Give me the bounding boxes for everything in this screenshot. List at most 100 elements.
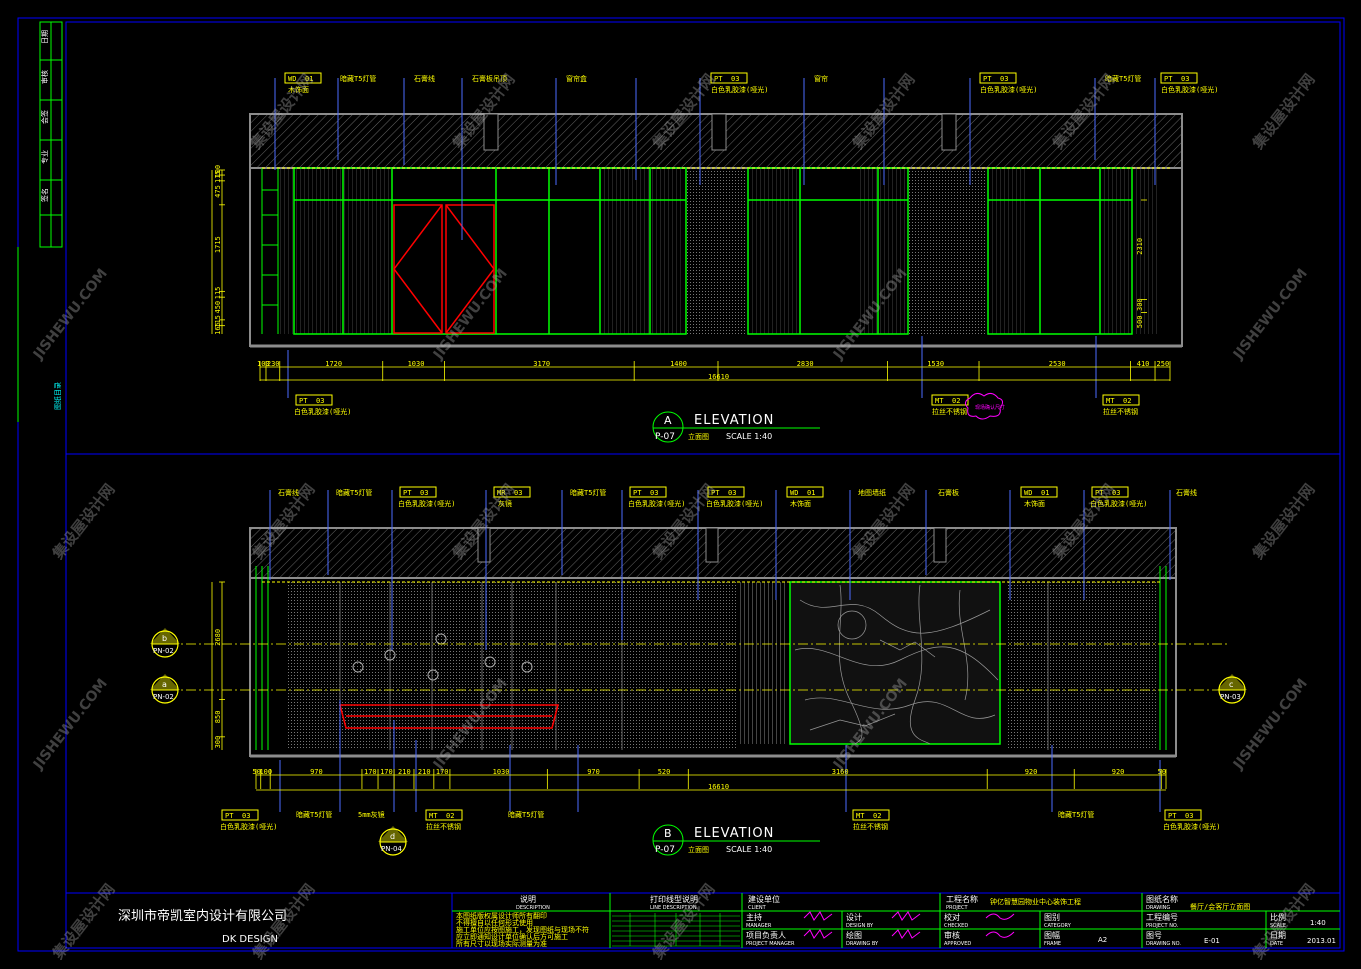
date-value: 2013.01 [1307, 937, 1336, 945]
svg-text:图号: 图号 [1146, 931, 1162, 940]
elevation-b-name: 立面图 [688, 845, 709, 854]
svg-text:03: 03 [514, 489, 522, 497]
callout-a-0: 暗藏T5灯管 [340, 74, 376, 83]
elevation-a-name: 立面图 [688, 432, 709, 441]
svg-text:01: 01 [807, 489, 815, 497]
svg-text:02: 02 [446, 812, 454, 820]
leaders-b [269, 490, 1171, 812]
svg-text:03: 03 [731, 75, 739, 83]
svg-text:图幅: 图幅 [1044, 930, 1060, 940]
dimension-value: 250 [1157, 360, 1170, 368]
svg-text:PT: PT [299, 397, 308, 405]
dimension-value: 970 [587, 768, 600, 776]
watermark-en-0: JISHEWU.COM [30, 266, 111, 363]
bottom-callout-b-1: 5mm灰镜 [358, 810, 385, 819]
scale-value: 1:40 [1310, 919, 1326, 927]
svg-text:MT: MT [856, 812, 865, 820]
dimension-value: 410 [1137, 360, 1150, 368]
svg-text:SCALE: SCALE [1270, 923, 1286, 929]
svg-text:木饰面: 木饰面 [1024, 499, 1045, 508]
height-dimension: 165 [214, 322, 222, 335]
elevation-b-ref: P-07 [655, 845, 675, 855]
svg-text:DESIGN BY: DESIGN BY [846, 923, 874, 929]
dimension-value: 2830 [797, 360, 814, 368]
height-dimension: 300 [1136, 298, 1144, 311]
svg-text:MANAGER: MANAGER [746, 923, 772, 929]
svg-text:日期: 日期 [1270, 931, 1286, 940]
elevation-a-scale: SCALE 1:40 [726, 432, 772, 441]
height-dimension: 115 [214, 170, 222, 183]
dimension-value: 50 [252, 768, 260, 776]
dimension-value: 1720 [325, 360, 342, 368]
svg-text:设计: 设计 [846, 912, 862, 922]
height-dimension: 2310 [1136, 238, 1144, 255]
svg-text:PT: PT [403, 489, 412, 497]
elevation-b-scale: SCALE 1:40 [726, 845, 772, 854]
callout-b-3: 地图墙纸 [858, 488, 886, 497]
material-tag: PT 03 白色乳胶漆(哑光) [220, 809, 277, 831]
left-column-b [255, 566, 1167, 750]
dimension-value: 520 [658, 768, 671, 776]
svg-text:CHECKED: CHECKED [944, 923, 968, 929]
callout-a-5: 窗帘 [814, 74, 828, 83]
dimension-value: 230 [267, 360, 280, 368]
svg-text:PT: PT [1168, 812, 1177, 820]
callout-a-3: 窗帘盒 [566, 74, 587, 83]
material-tag: PT 03 白色乳胶漆(哑光) [1160, 72, 1218, 94]
svg-text:项目负责人: 项目负责人 [746, 930, 786, 940]
elevation-b-letter: B [664, 827, 672, 840]
elevation-b-tags-top: PT 03 白色乳胶漆(哑光) MR 03 灰镜 PT 03 白色乳胶漆(哑光)… [269, 486, 1197, 812]
svg-text:WD: WD [1024, 489, 1032, 497]
height-dimension: 300 [214, 736, 222, 749]
svg-text:c: c [1229, 680, 1233, 689]
svg-text:PROJECT: PROJECT [946, 905, 969, 911]
side-item-0: 日期 [41, 30, 49, 44]
height-dimension: 850 [214, 711, 222, 724]
svg-text:03: 03 [1181, 75, 1189, 83]
svg-text:DRAWING NO.: DRAWING NO. [1146, 941, 1181, 947]
side-item-4: 签名 [40, 188, 49, 202]
svg-text:03: 03 [728, 489, 736, 497]
material-tag: MT 02 拉丝不锈钢 [425, 809, 463, 831]
svg-text:施工单位应按图施工，发现图纸与现场不符: 施工单位应按图施工，发现图纸与现场不符 [456, 925, 589, 934]
callout-b-2: 暗藏T5灯管 [570, 488, 606, 497]
height-dimension: 115 [214, 287, 222, 300]
svg-text:白色乳胶漆(哑光): 白色乳胶漆(哑光) [398, 499, 455, 508]
svg-text:木饰面: 木饰面 [790, 499, 811, 508]
side-bottom-label: 图纸目录 [53, 382, 62, 410]
svg-text:应立即通知设计单位确认后方可施工: 应立即通知设计单位确认后方可施工 [456, 932, 568, 941]
callout-a-1: 石膏线 [414, 74, 435, 83]
svg-text:灰镜: 灰镜 [498, 499, 512, 508]
svg-text:CATEGORY: CATEGORY [1044, 923, 1072, 929]
svg-text:白色乳胶漆(哑光): 白色乳胶漆(哑光) [294, 407, 351, 416]
material-tag: PT 03 白色乳胶漆(哑光) [294, 394, 351, 416]
elevation-a-word: ELEVATION [694, 413, 774, 428]
svg-text:白色乳胶漆(哑光): 白色乳胶漆(哑光) [1161, 85, 1218, 94]
dimension-value: 920 [1112, 768, 1125, 776]
watermark-en-3: JISHEWU.COM [1230, 266, 1311, 363]
dimension-value: 210 [398, 768, 411, 776]
svg-text:审核: 审核 [944, 930, 960, 940]
svg-text:d: d [390, 832, 395, 841]
svg-text:拉丝不锈钢: 拉丝不锈钢 [1103, 407, 1138, 416]
svg-text:01: 01 [305, 75, 313, 83]
svg-text:校对: 校对 [944, 912, 960, 922]
svg-text:MT: MT [1106, 397, 1115, 405]
print-label: 打印线型说明 [650, 894, 698, 904]
callout-b-1: 暗藏T5灯管 [336, 488, 372, 497]
section-marker-c: c PN-03 [1217, 674, 1247, 704]
svg-text:02: 02 [1123, 397, 1131, 405]
svg-text:比例: 比例 [1270, 912, 1286, 922]
callout-b-5: 石膏线 [1176, 488, 1197, 497]
material-tag: PT 03 白色乳胶漆(哑光) [979, 72, 1037, 94]
material-tag: WD 01 木饰面 [1020, 486, 1058, 508]
svg-text:a: a [162, 680, 167, 689]
svg-text:03: 03 [1112, 489, 1120, 497]
svg-text:PN-03: PN-03 [1220, 693, 1241, 701]
material-tag: MT 02 拉丝不锈钢 [1102, 394, 1140, 416]
svg-text:拉丝不锈钢: 拉丝不锈钢 [426, 822, 461, 831]
svg-text:LINE DESCRIPTION: LINE DESCRIPTION [650, 905, 697, 911]
